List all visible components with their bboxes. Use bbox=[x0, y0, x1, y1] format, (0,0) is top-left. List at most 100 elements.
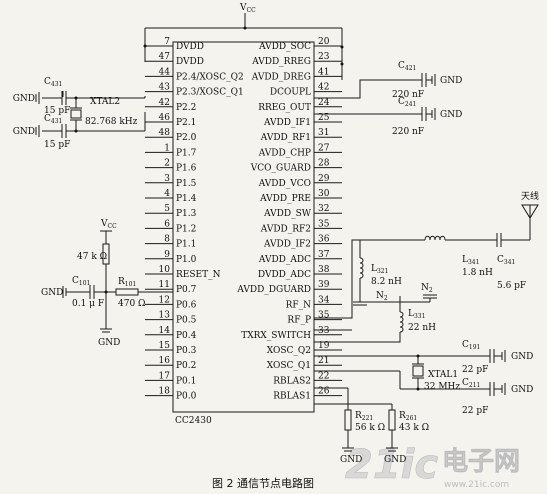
left-pin-number: 17 bbox=[159, 371, 171, 381]
watermark-logo: 21ic bbox=[345, 442, 438, 488]
left-pin-name: P0.6 bbox=[176, 300, 197, 310]
left-pin-number: 14 bbox=[159, 326, 171, 336]
left-pin-number: 6 bbox=[164, 219, 170, 229]
l341-value: 1.8 nH bbox=[462, 268, 493, 278]
gnd-c431b: GND bbox=[13, 127, 35, 137]
right-pin-name: RBLAS2 bbox=[273, 376, 311, 386]
left-pin-name: P1.3 bbox=[176, 209, 197, 219]
right-pin-number: 37 bbox=[318, 250, 330, 260]
l331-label: L331 bbox=[408, 309, 425, 320]
right-pin-number: 25 bbox=[318, 113, 330, 123]
gnd-c431a: GND bbox=[13, 94, 35, 104]
c431b-label: C431 bbox=[44, 114, 62, 125]
c191-label: C191 bbox=[462, 340, 480, 351]
xtal1-value: 32 MHz bbox=[424, 382, 460, 392]
right-pin-name: RF_N bbox=[286, 300, 312, 310]
gnd-c191: GND bbox=[511, 352, 533, 362]
left-pin-name: P2.3/XOSC_Q1 bbox=[176, 88, 244, 98]
gnd-c241: GND bbox=[440, 110, 462, 120]
right-pin-name: AVDD_ADC bbox=[258, 255, 311, 265]
c341-value: 5.6 pF bbox=[497, 281, 526, 291]
left-pin-number: 42 bbox=[159, 98, 170, 108]
xtal2-label: XTAL2 bbox=[90, 97, 120, 107]
right-pin-number: 21 bbox=[318, 356, 329, 366]
left-pin-number: 5 bbox=[164, 204, 170, 214]
left-pin-number: 15 bbox=[159, 341, 171, 351]
c211-value: 22 pF bbox=[462, 406, 488, 416]
c341-label: C341 bbox=[497, 255, 515, 266]
r101-label: R101 bbox=[118, 277, 136, 288]
right-pin-name: TXRX_SWITCH bbox=[241, 331, 311, 341]
left-pin-name: P2.4/XOSC_Q2 bbox=[176, 72, 244, 82]
right-pin-number: 36 bbox=[318, 235, 330, 245]
left-pin-name: P0.3 bbox=[176, 346, 197, 356]
c421-label: C421 bbox=[398, 61, 416, 72]
c211-label: C211 bbox=[462, 378, 480, 389]
r101-value: 470 Ω bbox=[118, 299, 146, 309]
right-pin-name: AVDD_PRE bbox=[259, 194, 311, 204]
right-pin-name: AVDD_IF1 bbox=[263, 118, 311, 128]
decoupling-caps: GND C421 220 nF GND C241 220 nF bbox=[314, 61, 462, 137]
right-pin-number: 22 bbox=[318, 371, 329, 381]
right-pin-number: 24 bbox=[318, 98, 330, 108]
right-pin-number: 20 bbox=[318, 37, 330, 47]
left-pin-name: DVDD bbox=[176, 42, 204, 52]
left-pin-name: P0.7 bbox=[176, 285, 197, 295]
l341-label: L341 bbox=[462, 255, 479, 266]
watermark-url: www.21ic.com bbox=[444, 480, 509, 490]
c431a-value: 15 pF bbox=[44, 106, 70, 116]
vcc-top-label: VCC bbox=[239, 3, 256, 14]
left-pin-name: P0.0 bbox=[176, 392, 197, 402]
right-pin-number: 34 bbox=[318, 295, 330, 305]
left-pin-name: P0.4 bbox=[176, 331, 197, 341]
right-pin-name: AVDD_VCO bbox=[258, 179, 311, 189]
left-pin-number: 46 bbox=[159, 113, 171, 123]
right-pin-name: DCOUPL bbox=[270, 88, 311, 98]
right-pin-name: AVDD_RF1 bbox=[260, 133, 311, 143]
vcc-left-label: VCC bbox=[100, 219, 117, 230]
right-pin-name: AVDD_RREG bbox=[251, 57, 311, 67]
left-pin-name: P2.0 bbox=[176, 133, 197, 143]
c421-value: 220 nF bbox=[392, 90, 424, 100]
left-pin-name: DVDD bbox=[176, 57, 204, 67]
left-pin-number: 43 bbox=[159, 83, 171, 93]
left-pin-name: P1.2 bbox=[176, 224, 196, 234]
right-pin-name: AVDD_SOC bbox=[258, 42, 311, 52]
c431b-value: 15 pF bbox=[44, 140, 70, 150]
left-pin-name: P1.7 bbox=[176, 148, 197, 158]
n2a-label: N2 bbox=[376, 291, 388, 302]
chip-name: CC2430 bbox=[175, 416, 212, 426]
left-pin-name: P2.2 bbox=[176, 103, 196, 113]
right-pin-number: 41 bbox=[318, 67, 329, 77]
c101-label: C101 bbox=[72, 276, 90, 287]
right-pin-number: 42 bbox=[318, 83, 329, 93]
c191-value: 22 pF bbox=[462, 365, 488, 375]
